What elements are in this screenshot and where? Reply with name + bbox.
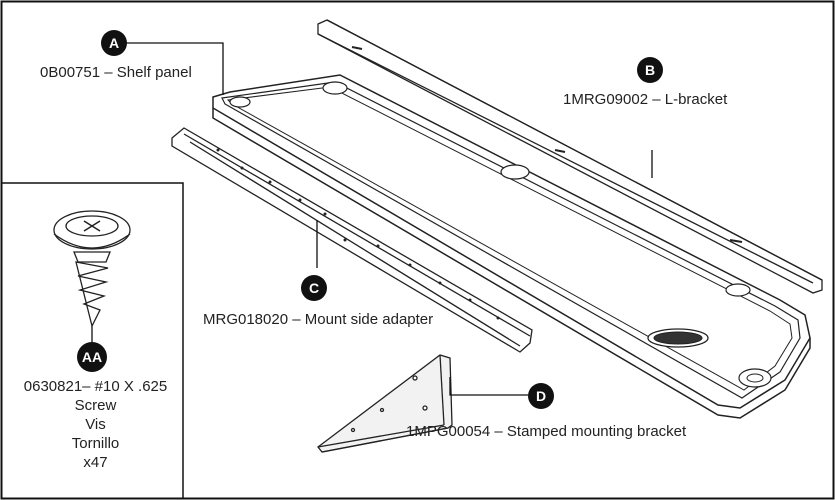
part-a-badge: A [101, 30, 127, 56]
part-aa-badge: AA [77, 342, 107, 372]
part-b-label: 1MRG09002 – L-bracket [563, 91, 728, 108]
screw-name-es: Tornillo [71, 435, 120, 452]
screw-description: 0630821– #10 X .625 Screw Vis Tornillo x… [8, 377, 183, 472]
screw-part-number: 0630821– #10 X .625 [23, 378, 168, 395]
part-d-label: 1MPG00054 – Stamped mounting bracket [406, 423, 687, 440]
part-b-badge: B [637, 57, 663, 83]
part-d-badge: D [528, 383, 554, 409]
leader-lines [91, 42, 653, 396]
screw-drawing [53, 210, 131, 328]
stamped-bracket-drawing [317, 354, 453, 453]
screw-inset-border [2, 182, 184, 498]
screw-quantity: x47 [83, 454, 108, 471]
part-a-label: 0B00751 – Shelf panel [40, 64, 192, 81]
mount-side-adapter-drawing [171, 127, 533, 353]
part-c-label: MRG018020 – Mount side adapter [203, 311, 434, 328]
l-bracket-drawing [317, 19, 823, 294]
screw-name-en: Screw [74, 397, 117, 414]
screw-name-fr: Vis [85, 416, 106, 433]
part-c-badge: C [301, 275, 327, 301]
shelf-panel-drawing [212, 74, 811, 419]
